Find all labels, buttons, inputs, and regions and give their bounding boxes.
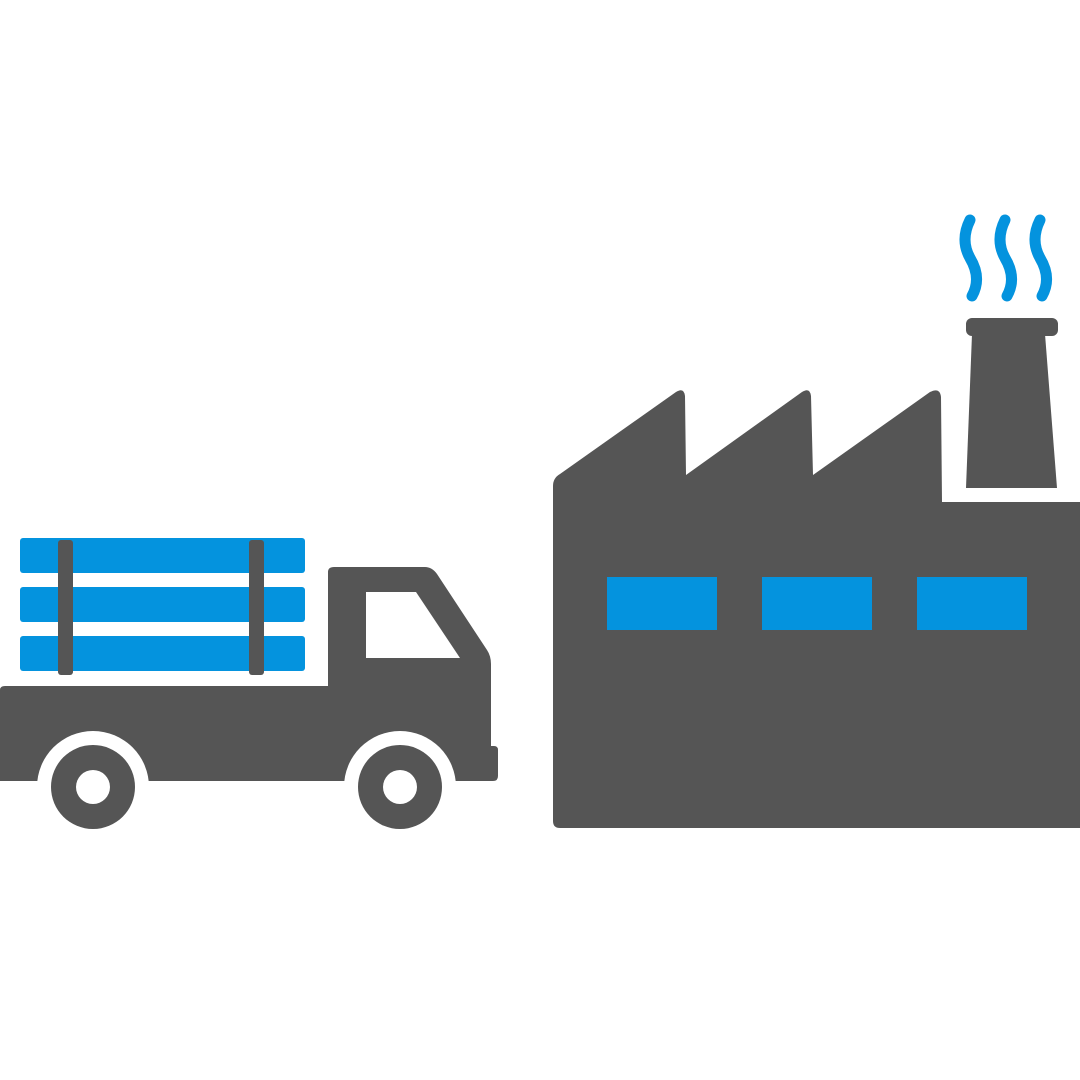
- cargo-bar: [20, 636, 305, 671]
- cargo-bar: [20, 538, 305, 573]
- factory-window: [917, 577, 1027, 630]
- factory-window: [762, 577, 872, 630]
- cargo-strap: [249, 540, 264, 675]
- smoke-wave: [959, 214, 982, 302]
- wheel-hub: [383, 770, 417, 804]
- truck-icon: [0, 538, 500, 843]
- wheel-hub: [76, 770, 110, 804]
- cargo-bar: [20, 587, 305, 622]
- factory-windows: [607, 577, 1027, 630]
- chimney-cap: [966, 318, 1058, 336]
- factory-window: [607, 577, 717, 630]
- cargo-straps: [58, 540, 264, 675]
- chimney: [966, 334, 1057, 488]
- smoke-wave: [994, 214, 1017, 302]
- smoke-icon: [959, 214, 1052, 302]
- smoke-wave: [1029, 214, 1052, 302]
- cargo-bars: [20, 538, 305, 671]
- cargo-strap: [58, 540, 73, 675]
- factory-icon: [553, 214, 1080, 828]
- truck-window: [366, 592, 460, 658]
